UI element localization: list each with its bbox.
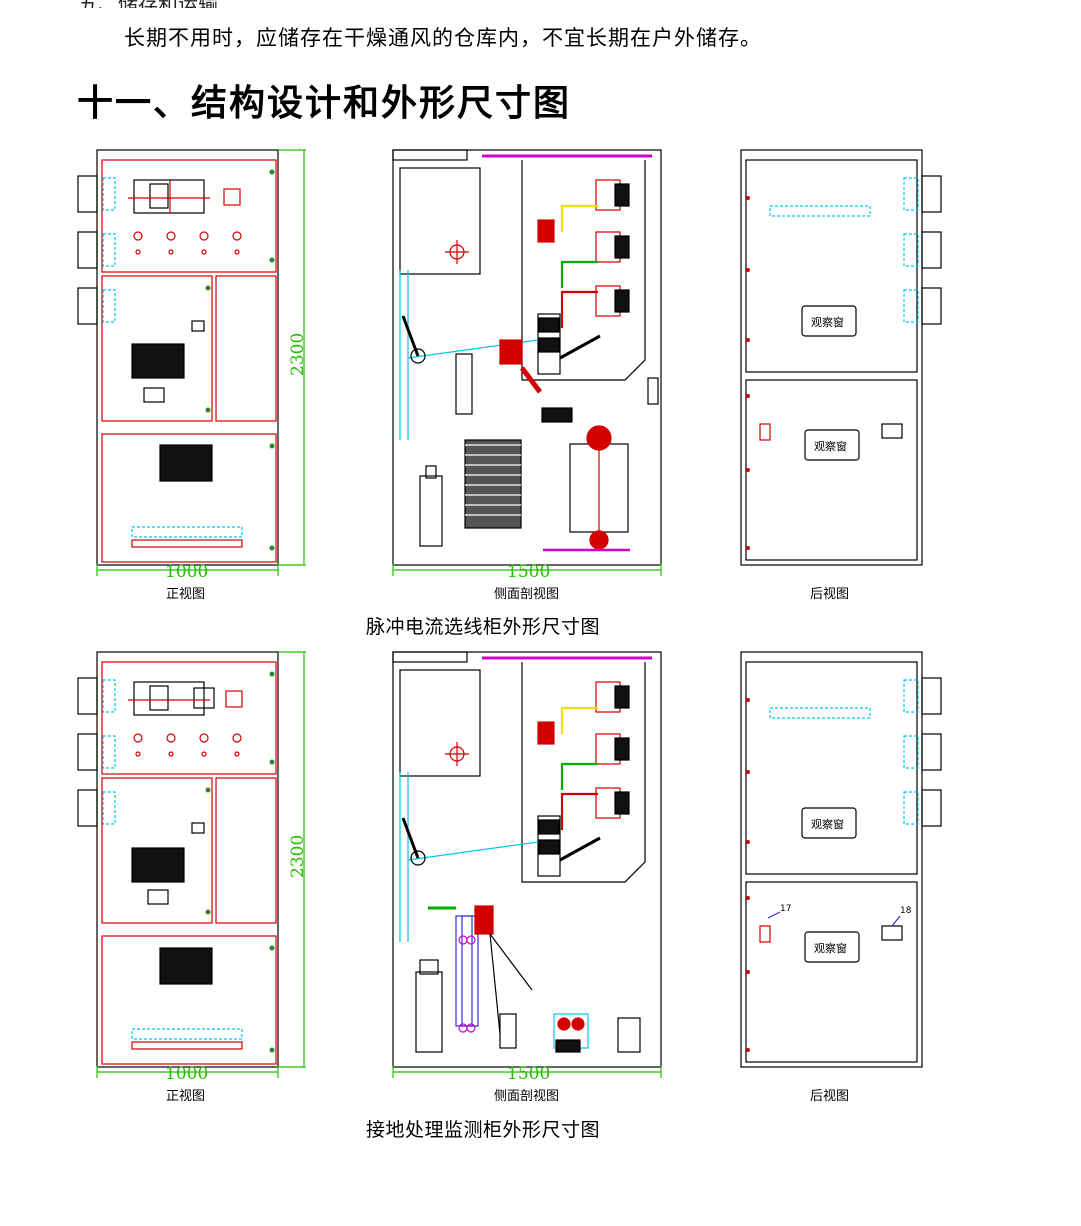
side-view-drawing-2 xyxy=(392,651,662,1078)
figure-2-caption: 接地处理监测柜外形尺寸图 xyxy=(366,1119,601,1141)
side-view-drawing xyxy=(392,149,662,576)
grounding-cabinet-drawing xyxy=(77,651,942,1078)
storage-paragraph: 长期不用时，应储存在干燥通风的仓库内，不宜长期在户外储存。 xyxy=(124,26,762,50)
pulse-cabinet-drawing xyxy=(77,149,942,576)
cut-off-heading: 五、储存和运输 xyxy=(78,0,278,8)
front-height-dimension-2: 2300 xyxy=(288,834,308,878)
figure-grounding-cabinet: 正视图 侧面剖视图 后视图 1000 1500 2300 观察窗 观察窗 17 … xyxy=(70,642,970,1104)
front-view-label: 正视图 xyxy=(166,587,206,602)
side-width-dimension: 1500 xyxy=(507,562,551,582)
front-width-dimension: 1000 xyxy=(165,562,209,582)
section-title: 十一、结构设计和外形尺寸图 xyxy=(77,82,572,124)
rear-window-label-upper: 观察窗 xyxy=(811,316,844,329)
rear-view-drawing-2 xyxy=(740,651,942,1068)
side-width-dimension-2: 1500 xyxy=(507,1064,551,1084)
rear-window-label-lower: 观察窗 xyxy=(814,440,847,453)
rear-callout-18: 18 xyxy=(900,906,912,916)
rear-view-label-2: 后视图 xyxy=(810,1089,850,1104)
figure-1-caption: 脉冲电流选线柜外形尺寸图 xyxy=(366,616,601,638)
figure-pulse-cabinet: 正视图 侧面剖视图 后视图 1000 1500 2300 观察窗 观察窗 xyxy=(70,140,970,602)
front-view-drawing-2 xyxy=(77,651,306,1078)
front-view-drawing xyxy=(77,149,306,576)
front-view-label-2: 正视图 xyxy=(166,1089,206,1104)
rear-view-drawing xyxy=(740,149,942,566)
rear-view-label: 后视图 xyxy=(810,587,850,602)
front-height-dimension: 2300 xyxy=(288,332,308,376)
rear-window-label-upper-2: 观察窗 xyxy=(811,818,844,831)
side-view-label: 侧面剖视图 xyxy=(494,587,560,602)
side-view-label-2: 侧面剖视图 xyxy=(494,1089,560,1104)
front-width-dimension-2: 1000 xyxy=(165,1064,209,1084)
rear-callout-17: 17 xyxy=(780,904,792,914)
rear-window-label-lower-2: 观察窗 xyxy=(814,942,847,955)
